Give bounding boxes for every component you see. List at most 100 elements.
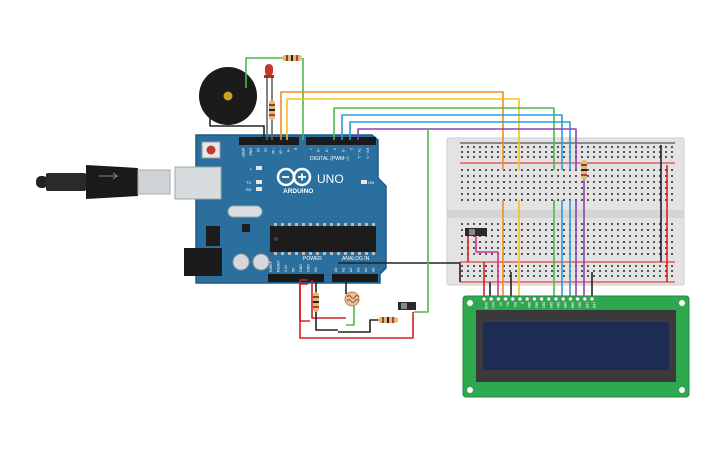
breadboard-hole (611, 265, 613, 267)
breadboard-hole (539, 199, 541, 201)
breadboard-hole (491, 193, 493, 195)
breadboard-hole (617, 270, 619, 272)
wire-pot-wiper (475, 236, 499, 297)
chip-leg (281, 223, 284, 226)
breadboard-hole (539, 156, 541, 158)
lcd-pin (575, 296, 580, 302)
breadboard-hole (653, 253, 655, 255)
breadboard-hole (659, 253, 661, 255)
breadboard-hole (623, 193, 625, 195)
breadboard-hole (653, 146, 655, 148)
breadboard-hole (629, 187, 631, 189)
breadboard-hole (533, 175, 535, 177)
breadboard-hole (527, 253, 529, 255)
chip-leg (372, 223, 375, 226)
breadboard-hole (605, 235, 607, 237)
breadboard-hole (623, 247, 625, 249)
breadboard-hole (563, 193, 565, 195)
digital-pin-label: 8 (294, 148, 298, 150)
breadboard-hole (557, 169, 559, 171)
breadboard-hole (623, 229, 625, 231)
breadboard-hole (533, 151, 535, 153)
breadboard-hole (473, 181, 475, 183)
breadboard-hole (593, 187, 595, 189)
buzzer-center (223, 91, 233, 101)
breadboard-hole (611, 275, 613, 277)
wire-purple-top (357, 128, 577, 170)
breadboard-hole (623, 156, 625, 158)
breadboard-hole (521, 275, 523, 277)
breadboard-hole (485, 241, 487, 243)
breadboard-hole (497, 156, 499, 158)
breadboard-hole (659, 265, 661, 267)
breadboard-hole (599, 223, 601, 225)
breadboard-hole (635, 223, 637, 225)
wire-black-gnd (315, 280, 338, 331)
red-led (264, 64, 274, 78)
breadboard-hole (665, 181, 667, 183)
breadboard-hole (623, 235, 625, 237)
lcd-pin (510, 296, 515, 302)
breadboard-hole (533, 187, 535, 189)
breadboard-hole (581, 181, 583, 183)
breadboard-hole (491, 169, 493, 171)
breadboard-hole (557, 199, 559, 201)
breadboard-hole (629, 175, 631, 177)
breadboard-hole (629, 241, 631, 243)
digital-pin-label: RX←0 (365, 148, 369, 159)
led-tx (256, 180, 262, 184)
breadboard-hole (623, 265, 625, 267)
breadboard-hole (461, 181, 463, 183)
breadboard-hole (491, 187, 493, 189)
breadboard-hole (635, 235, 637, 237)
breadboard-hole (539, 247, 541, 249)
potentiometer[interactable] (465, 228, 487, 236)
breadboard-hole (491, 253, 493, 255)
capacitor-1 (232, 253, 250, 271)
breadboard-hole (587, 241, 589, 243)
breadboard-hole (611, 146, 613, 148)
breadboard-hole (515, 169, 517, 171)
breadboard-hole (647, 275, 649, 277)
resistor-switch (378, 317, 398, 323)
power-jack (184, 248, 222, 276)
breadboard-hole (587, 156, 589, 158)
breadboard-hole (563, 175, 565, 177)
wire-buzzer-black (209, 118, 265, 140)
breadboard-hole (515, 265, 517, 267)
breadboard-hole (479, 223, 481, 225)
breadboard-hole (647, 175, 649, 177)
led-dome (265, 64, 273, 76)
breadboard-hole (665, 275, 667, 277)
breadboard-hole (587, 275, 589, 277)
breadboard-hole (629, 223, 631, 225)
breadboard-hole (533, 247, 535, 249)
breadboard-hole (557, 265, 559, 267)
breadboard-hole (629, 265, 631, 267)
breadboard-hole (527, 241, 529, 243)
breadboard-hole (653, 169, 655, 171)
usb-plug-body (86, 165, 138, 199)
breadboard-hole (617, 193, 619, 195)
analog-pin-label: A4 (364, 268, 368, 272)
digital-pin-label: AREF (241, 148, 245, 158)
breadboard-hole (605, 265, 607, 267)
breadboard (446, 137, 685, 286)
breadboard-hole (461, 151, 463, 153)
breadboard-hole (557, 270, 559, 272)
breadboard-hole (479, 241, 481, 243)
breadboard-hole (485, 253, 487, 255)
breadboard-hole (503, 223, 505, 225)
slide-switch[interactable] (398, 302, 416, 310)
breadboard-hole (485, 193, 487, 195)
breadboard-hole (521, 199, 523, 201)
breadboard-hole (641, 270, 643, 272)
breadboard-hole (647, 169, 649, 171)
analog-pin-label: A5 (372, 268, 376, 272)
chip-leg (295, 223, 298, 226)
breadboard-hole (593, 265, 595, 267)
breadboard-hole (515, 270, 517, 272)
breadboard-center-channel (447, 210, 684, 218)
breadboard-hole (623, 175, 625, 177)
breadboard-hole (647, 146, 649, 148)
